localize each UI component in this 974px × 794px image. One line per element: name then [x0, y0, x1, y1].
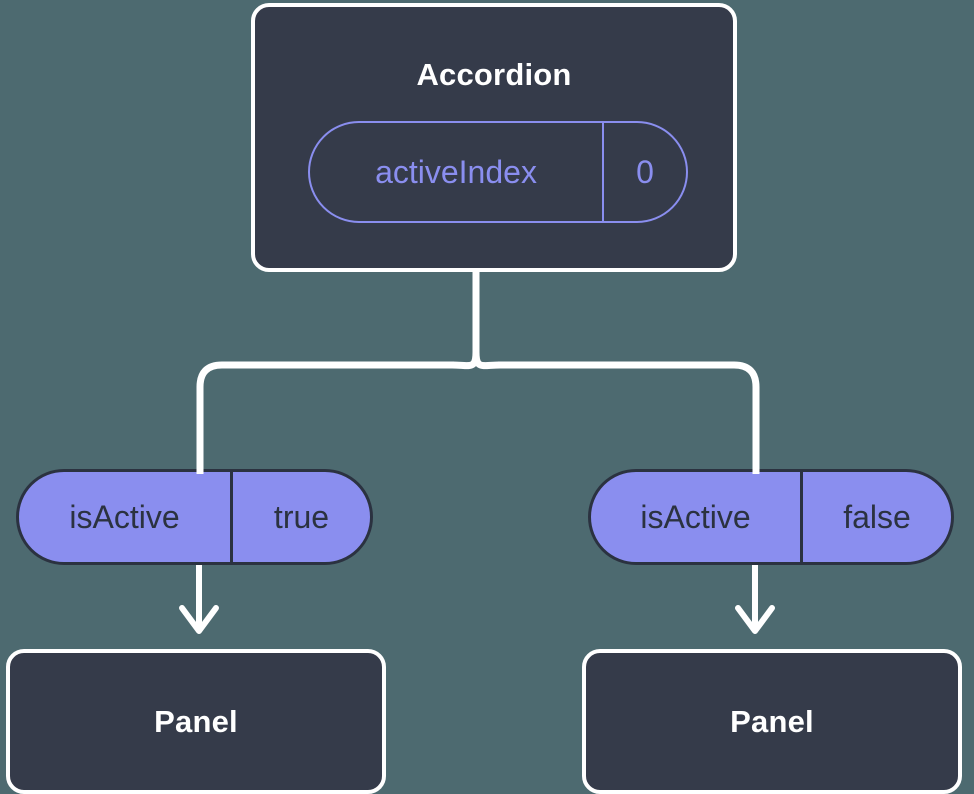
panel-right-title: Panel — [730, 704, 814, 739]
prop-pill-left-value: true — [273, 499, 330, 535]
prop-pill-left-divider — [230, 472, 233, 562]
prop-pill-is-active-right[interactable]: isActive false — [588, 469, 954, 565]
state-pill-active-index[interactable]: activeIndex 0 — [308, 121, 688, 223]
prop-pill-left-key: isActive — [69, 499, 180, 535]
node-panel-left[interactable]: Panel — [6, 649, 386, 794]
prop-pill-right-divider — [800, 472, 803, 562]
arrow-right-head — [735, 605, 775, 634]
connector-junction-right — [472, 351, 501, 370]
panel-left-title: Panel — [154, 704, 238, 739]
connector-junction-left — [451, 351, 480, 370]
diagram-canvas: Accordion activeIndex 0 isActive true is… — [6, 3, 962, 794]
state-pill-key: activeIndex — [375, 154, 537, 190]
prop-pill-is-active-left[interactable]: isActive true — [16, 469, 373, 565]
arrow-left-head — [179, 605, 219, 634]
prop-pill-right-key: isActive — [640, 499, 751, 535]
connector-branch-left — [196, 361, 454, 474]
state-pill-divider — [602, 123, 604, 221]
accordion-title: Accordion — [416, 57, 572, 92]
node-accordion[interactable]: Accordion activeIndex 0 — [251, 3, 737, 272]
connector-branch-right — [498, 361, 760, 474]
node-panel-right[interactable]: Panel — [582, 649, 962, 794]
prop-pill-right-value: false — [843, 499, 911, 535]
state-pill-value: 0 — [636, 154, 654, 190]
